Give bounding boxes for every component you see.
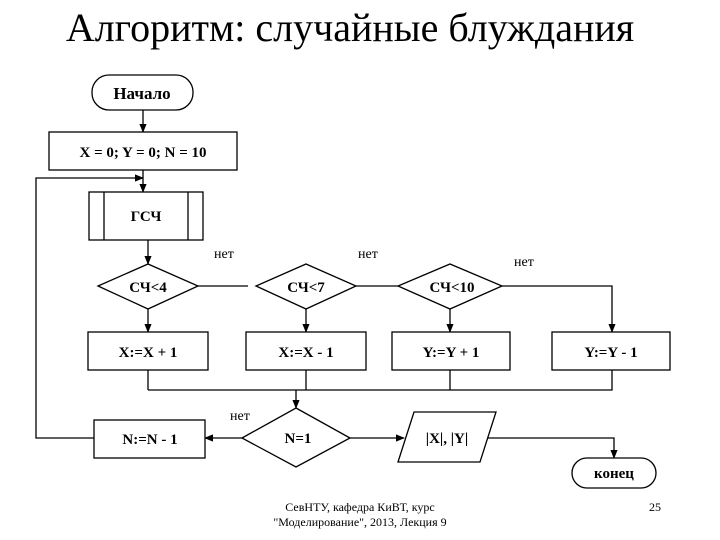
counter-label: N:=N - 1 <box>122 432 177 448</box>
arrow-cond3-no-to-ydec <box>502 285 616 333</box>
end-label: конец <box>594 466 634 482</box>
start-label: Начало <box>113 84 170 103</box>
y-dec-label: Y:=Y - 1 <box>584 345 637 361</box>
node-labels: Начало X = 0; Y = 0; N = 10 ГСЧ СЧ<4 СЧ<… <box>79 84 637 482</box>
cond2-label: СЧ<7 <box>287 280 325 296</box>
output-parallelogram <box>397 411 497 463</box>
process-y-dec <box>551 331 671 371</box>
x-inc-label: X:=X + 1 <box>119 345 178 361</box>
init-process <box>48 131 238 171</box>
footer-line-2: "Моделирование", 2013, Лекция 9 <box>273 515 447 529</box>
edge-label-no-1: нет <box>214 247 234 262</box>
end-terminal <box>571 457 657 489</box>
y-inc-label: Y:=Y + 1 <box>423 345 480 361</box>
output-label: |X|, |Y| <box>426 431 468 447</box>
process-y-inc <box>391 331 511 371</box>
init-label: X = 0; Y = 0; N = 10 <box>79 145 206 161</box>
page-number: 25 <box>649 500 661 514</box>
footer-line-1: СевНТУ, кафедра КиВТ, курс <box>285 500 435 514</box>
edge-labels: нет нет нет нет <box>214 247 534 424</box>
process-counter <box>93 419 206 459</box>
start-terminal <box>91 74 194 111</box>
footer: СевНТУ, кафедра КиВТ, курс "Моделировани… <box>230 500 490 530</box>
rng-label: ГСЧ <box>131 209 162 225</box>
cond1-label: СЧ<4 <box>129 280 167 296</box>
decision-cond3 <box>396 263 504 310</box>
process-x-inc <box>87 331 209 371</box>
cond3-label: СЧ<10 <box>429 280 474 296</box>
decision-cond-n <box>240 407 352 468</box>
process-x-dec <box>245 331 367 371</box>
rng-subprocess <box>88 191 204 241</box>
line-ydec-down-join <box>148 370 613 391</box>
arrow-counter-loop-back <box>35 174 144 439</box>
page-title: Алгоритм: случайные блуждания <box>65 5 635 50</box>
edge-label-no-2: нет <box>358 247 378 262</box>
edge-label-no-4: нет <box>230 409 250 424</box>
edge-label-no-3: нет <box>514 255 534 270</box>
decision-cond2 <box>254 263 358 310</box>
x-dec-label: X:=X - 1 <box>278 345 333 361</box>
arrow-output-to-end <box>480 437 618 459</box>
decision-cond1 <box>96 263 200 310</box>
connectors <box>35 110 618 459</box>
cond-n-label: N=1 <box>285 431 312 447</box>
